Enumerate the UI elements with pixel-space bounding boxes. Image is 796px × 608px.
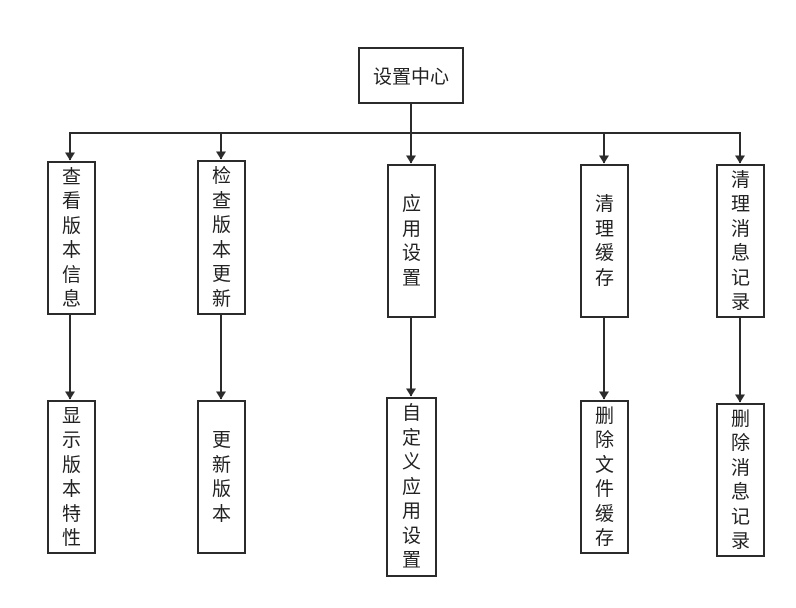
label-char: 版: [211, 478, 231, 500]
node-label: 查看版本信息: [62, 165, 81, 312]
label-char: 显: [61, 404, 81, 427]
label-char: 息: [730, 481, 750, 503]
label-char: 设: [401, 242, 421, 264]
node-label: 应用设置: [402, 192, 421, 290]
node-label: 更新版本: [212, 428, 231, 526]
label-char: 除: [730, 432, 750, 454]
label-char: 消: [730, 456, 750, 479]
label-char: 清: [730, 168, 750, 191]
label-char: 应: [401, 475, 421, 498]
label-char: 息: [730, 242, 750, 264]
label-char: 存: [594, 266, 614, 289]
label-char: 设: [401, 524, 421, 547]
node-label: 清理消息记录: [731, 168, 750, 315]
label-char: 件: [594, 478, 614, 500]
label-char: 记: [730, 266, 750, 289]
label-char: 删: [730, 407, 750, 430]
label-char: 缓: [594, 242, 614, 264]
label-char: 查: [61, 165, 81, 188]
label-char: 检: [211, 165, 231, 187]
label-char: 录: [730, 530, 750, 552]
label-char: 本: [211, 238, 231, 261]
label-char: 更: [211, 263, 231, 285]
label-char: 文: [594, 453, 614, 476]
node-show-version-features: 显示版本特性: [47, 400, 96, 554]
label-char: 特: [61, 502, 81, 525]
label-char: 本: [61, 239, 81, 261]
label-char: 本: [211, 502, 231, 525]
label-char: 除: [594, 429, 614, 451]
label-char: 义: [401, 451, 421, 474]
node-label: 删除消息记录: [731, 407, 750, 554]
node-update-version: 更新版本: [197, 400, 246, 554]
label-char: 删: [594, 404, 614, 427]
node-label: 检查版本更新: [212, 164, 231, 311]
root-node: 设置中心: [358, 47, 464, 104]
label-char: 用: [401, 217, 421, 240]
label-char: 新: [211, 287, 231, 310]
label-char: 清: [594, 193, 614, 215]
node-custom-app-settings: 自定义应用设置: [386, 397, 437, 577]
label-char: 本: [61, 478, 81, 500]
label-char: 记: [730, 505, 750, 528]
label-char: 自: [401, 402, 421, 425]
label-char: 置: [401, 266, 421, 289]
label-char: 理: [594, 217, 614, 240]
label-char: 查: [211, 189, 231, 212]
node-delete-file-cache: 删除文件缓存: [580, 400, 629, 554]
node-view-version-info: 查看版本信息: [47, 161, 96, 315]
node-label: 删除文件缓存: [595, 404, 614, 551]
label-char: 缓: [594, 502, 614, 525]
label-char: 消: [730, 217, 750, 240]
label-char: 版: [61, 453, 81, 476]
label-char: 理: [730, 193, 750, 215]
root-label: 设置中心: [372, 66, 449, 88]
label-char: 新: [211, 453, 231, 476]
node-clear-messages: 清理消息记录: [716, 164, 765, 318]
label-char: 示: [61, 429, 81, 451]
label-char: 性: [61, 527, 81, 549]
node-label: 清理缓存: [595, 192, 614, 290]
label-char: 版: [61, 214, 81, 237]
label-char: 更: [211, 429, 231, 451]
label-char: 息: [61, 288, 81, 310]
label-char: 用: [401, 500, 421, 523]
node-app-settings: 应用设置: [387, 164, 436, 318]
node-clear-cache: 清理缓存: [580, 164, 629, 318]
label-char: 存: [594, 527, 614, 549]
label-char: 版: [211, 214, 231, 236]
label-char: 定: [401, 426, 421, 449]
label-char: 应: [401, 193, 421, 215]
node-label: 显示版本特性: [62, 404, 81, 551]
label-char: 信: [61, 263, 81, 286]
label-char: 录: [730, 291, 750, 313]
label-char: 置: [401, 549, 421, 572]
node-label: 自定义应用设置: [402, 401, 421, 573]
node-delete-message-records: 删除消息记录: [716, 403, 765, 557]
label-char: 看: [61, 190, 81, 212]
node-check-update: 检查版本更新: [197, 160, 246, 315]
